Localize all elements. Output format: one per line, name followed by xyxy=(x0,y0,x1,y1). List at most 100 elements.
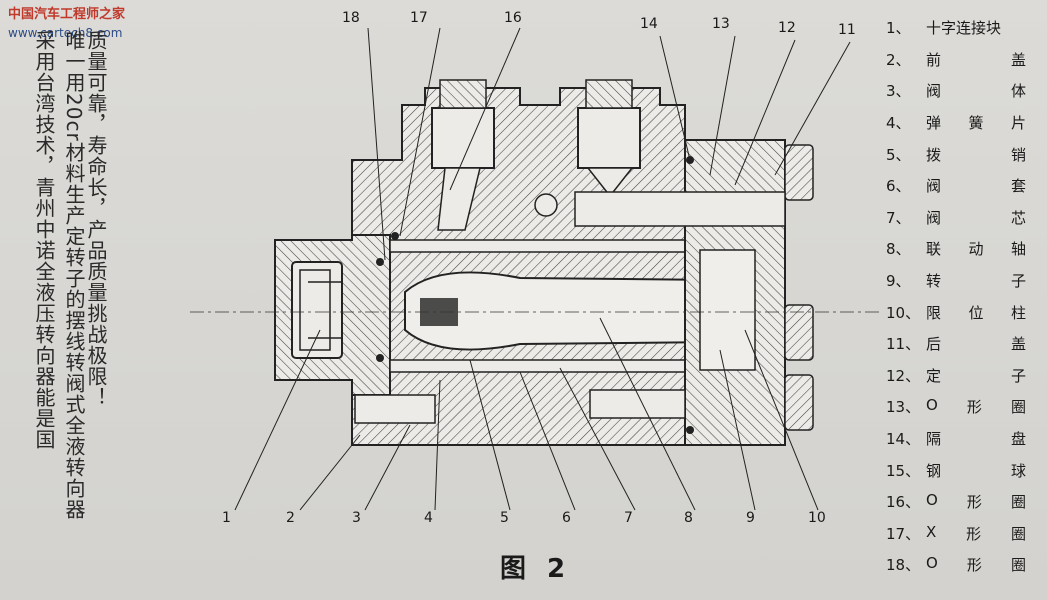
front-cover xyxy=(274,234,391,396)
legend-part-name: 钢球 xyxy=(926,461,1026,480)
legend-code: 11、 xyxy=(886,335,921,354)
callout-leader-line xyxy=(449,27,521,191)
legend-code: 15、 xyxy=(886,461,921,480)
callout-number: 9 xyxy=(746,510,755,526)
callout-number: 17 xyxy=(410,10,428,26)
legend-part-name: 阀芯 xyxy=(926,208,1026,227)
legend-part-name: 弹簧片 xyxy=(926,114,1026,133)
callout-number: 2 xyxy=(286,510,295,526)
legend-code: 13、 xyxy=(886,398,921,417)
callout-leader-line xyxy=(519,371,576,511)
rear-stator-rotor-assembly xyxy=(354,139,814,446)
callout-leader-line xyxy=(364,424,411,511)
legend-part-name: 联动轴 xyxy=(926,240,1026,259)
callout-leader-line xyxy=(744,329,819,511)
callout-leader-line xyxy=(719,349,756,511)
legend-row: 9、转子 xyxy=(886,265,1026,297)
legend-row: 3、阀体 xyxy=(886,75,1026,107)
legend-row: 15、钢球 xyxy=(886,454,1026,486)
legend-row: 7、阀芯 xyxy=(886,202,1026,234)
legend-code: 14、 xyxy=(886,430,921,449)
legend-row: 11、后盖 xyxy=(886,328,1026,360)
legend-part-name: 定子 xyxy=(926,366,1026,385)
callout-number: 8 xyxy=(684,510,693,526)
callout-leader-line xyxy=(559,367,636,511)
legend-code: 16、 xyxy=(886,493,921,512)
steel-ball xyxy=(534,193,558,217)
callout-leader-line xyxy=(399,27,441,237)
legend-row: 4、弹簧片 xyxy=(886,107,1026,139)
legend-code: 4、 xyxy=(886,114,911,133)
legend-code: 7、 xyxy=(886,208,911,227)
side-text-column-3: 采用台湾技术，青州中诺全液压转向器能是国 xyxy=(32,30,56,450)
callout-number: 1 xyxy=(222,510,231,526)
legend-part-name: 隔盘 xyxy=(926,430,1026,449)
callout-number: 11 xyxy=(838,22,856,38)
cross-coupling-block xyxy=(299,269,343,351)
callout-number: 10 xyxy=(808,510,826,526)
legend-code: 6、 xyxy=(886,177,911,196)
callout-leader-line xyxy=(599,317,696,511)
legend-part-name: 阀套 xyxy=(926,177,1026,196)
watermark-url: www.cartech8.com xyxy=(8,26,123,40)
callout-number: 5 xyxy=(500,510,509,526)
watermark: 中国汽车工程师之家 www.cartech8.com xyxy=(8,6,125,42)
legend-code: 18、 xyxy=(886,556,921,575)
legend-part-name: 阀体 xyxy=(926,82,1026,101)
legend-part-name: 后盖 xyxy=(926,335,1026,354)
callout-leader-line xyxy=(774,41,851,176)
callout-number: 18 xyxy=(342,10,360,26)
figure-title: 图 2 xyxy=(500,554,572,584)
legend-row: 8、联动轴 xyxy=(886,233,1026,265)
legend-row: 5、拨销 xyxy=(886,138,1026,170)
callout-leader-line xyxy=(434,379,441,511)
port-fittings xyxy=(431,79,641,231)
callout-leader-line xyxy=(234,329,321,511)
legend-row: 14、隔盘 xyxy=(886,423,1026,455)
legend-part-name: 转子 xyxy=(926,272,1026,291)
legend-code: 12、 xyxy=(886,366,921,385)
legend-code: 8、 xyxy=(886,240,911,259)
callout-number: 16 xyxy=(504,10,522,26)
legend-part-name: 十字连接块 xyxy=(926,19,1002,38)
legend-part-name: 拨销 xyxy=(926,145,1026,164)
callout-leader-line xyxy=(469,359,511,511)
valve-sleeve xyxy=(389,239,686,373)
watermark-site-name: 中国汽车工程师之家 xyxy=(8,7,126,22)
side-text-column-1: 质量可靠，寿命长，产品质量挑战极限！ xyxy=(84,30,108,408)
legend-row: 1、十字连接块 xyxy=(886,12,1026,44)
seal-rings xyxy=(376,156,694,434)
legend-code: 9、 xyxy=(886,272,911,291)
side-text-column-2: 唯一用20cr材料生产定转子的摆线转阀式全液转向器 xyxy=(62,30,86,520)
legend-code: 10、 xyxy=(886,303,921,322)
legend-code: 2、 xyxy=(886,50,911,69)
legend-row: 10、限位柱 xyxy=(886,296,1026,328)
callout-leader-line xyxy=(734,39,796,186)
legend-row: 2、前盖 xyxy=(886,44,1026,76)
legend-part-name: 限位柱 xyxy=(926,303,1026,322)
callout-leader-line xyxy=(299,434,361,511)
legend-code: 5、 xyxy=(886,145,911,164)
callout-number: 7 xyxy=(624,510,633,526)
callout-leader-line xyxy=(709,35,736,176)
callout-leader-line xyxy=(367,27,386,261)
callout-number: 4 xyxy=(424,510,433,526)
legend-row: 6、阀套 xyxy=(886,170,1026,202)
callout-number: 6 xyxy=(562,510,571,526)
callout-leader-line xyxy=(659,35,691,161)
linkage-shaft xyxy=(404,271,721,351)
legend-code: 1、 xyxy=(886,19,911,38)
callout-number: 14 xyxy=(640,16,658,32)
